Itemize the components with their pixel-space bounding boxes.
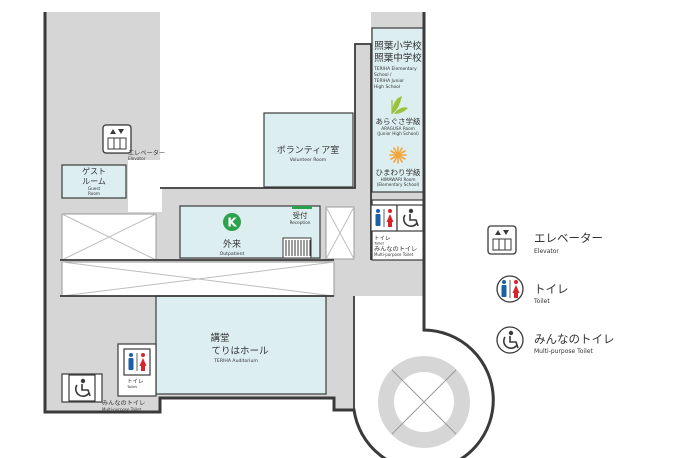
legend-toilet-en: Toilet bbox=[533, 298, 550, 305]
wheelchair-icon bbox=[68, 374, 96, 402]
sunflower-petal bbox=[390, 150, 396, 154]
elevator-icon bbox=[487, 225, 517, 255]
school-en-4: High School bbox=[374, 84, 400, 90]
stair-tower bbox=[354, 296, 494, 458]
wheelchair-icon bbox=[496, 326, 524, 354]
aragusa-en-2: (Junior High School) bbox=[377, 131, 419, 136]
elevator-label-en: Elevator bbox=[128, 156, 146, 161]
auditorium-name-1: 講堂 bbox=[210, 332, 229, 344]
void-area bbox=[61, 206, 355, 297]
guest-en-2: Room bbox=[88, 191, 100, 196]
sunflower-petal bbox=[400, 156, 406, 160]
toilet-icon bbox=[496, 275, 524, 303]
school-title-1: 照葉小学校 bbox=[374, 40, 422, 52]
multi-toilet-label-right: みんなのトイレ bbox=[374, 246, 417, 253]
legend-multi-toilet-ja: みんなのトイレ bbox=[534, 332, 615, 346]
toilet-icon bbox=[123, 348, 151, 376]
himawari-name: ひまわり学級 bbox=[376, 167, 421, 177]
guest-en-1: Guest bbox=[88, 186, 101, 191]
wheelchair-icon bbox=[396, 204, 424, 232]
sunflower-petal bbox=[390, 156, 396, 160]
inner-wall bbox=[60, 43, 372, 410]
legend-toilet-ja: トイレ bbox=[534, 282, 569, 296]
outpatient-badge-letter: K bbox=[227, 216, 237, 230]
aragusa-en-1: ARAGUSA Room bbox=[381, 126, 415, 131]
toilet-label-right-en: Toilet bbox=[373, 241, 384, 246]
outpatient-badge bbox=[223, 213, 241, 231]
guest-name-2: ルーム bbox=[82, 177, 106, 186]
aragusa-leaf-icon bbox=[391, 96, 408, 114]
toilet-label-left: トイレ bbox=[127, 379, 144, 385]
himawari-en-1: HIMAWARI Room bbox=[381, 177, 416, 182]
school-en-1: TERIHA Elementary bbox=[373, 66, 417, 72]
school-title-2: 照葉中学校 bbox=[374, 52, 422, 64]
elevator-icon bbox=[102, 124, 132, 154]
school-en-3: TERIHA Junior bbox=[373, 78, 404, 84]
volunteer-en: Volunteer Room bbox=[290, 157, 327, 163]
guest-room bbox=[61, 164, 127, 199]
volunteer-room bbox=[263, 112, 354, 188]
legend: エレベーター Elevator トイレ Toilet みんなのトイレ Multi… bbox=[487, 225, 615, 355]
auditorium-room bbox=[155, 295, 327, 395]
toilet-label-right: トイレ bbox=[374, 236, 391, 242]
sunflower-petal bbox=[393, 147, 397, 153]
multi-toilet-label-right-en: Multi-purpose Toilet bbox=[374, 252, 414, 257]
outpatient-name: 外来 bbox=[223, 238, 241, 250]
auditorium-name-2: てりはホール bbox=[211, 346, 269, 357]
reception-en: Reception bbox=[290, 220, 311, 225]
stairs bbox=[282, 237, 312, 259]
multi-toilet-label-left: みんなのトイレ bbox=[102, 400, 145, 407]
toilet-label-left-en: Toilet bbox=[126, 384, 137, 389]
school-en-2: School / bbox=[374, 72, 392, 78]
legend-elevator-ja: エレベーター bbox=[534, 231, 603, 245]
outpatient-en: Outpatient bbox=[220, 251, 245, 257]
legend-elevator-en: Elevator bbox=[534, 248, 559, 255]
legend-multi-toilet-en: Multi-purpose Toilet bbox=[534, 348, 593, 355]
sunflower-petal bbox=[399, 147, 403, 153]
guest-name-1: ゲスト bbox=[82, 166, 106, 176]
sunflower-center bbox=[394, 151, 402, 159]
elevator-label: エレベーター bbox=[128, 149, 165, 157]
toilet-icon bbox=[370, 204, 398, 232]
himawari-en-2: (Elementary School) bbox=[377, 182, 420, 187]
sunflower-petal bbox=[393, 157, 397, 163]
open-area bbox=[128, 160, 162, 212]
volunteer-name: ボランティア室 bbox=[277, 144, 339, 156]
sunflower-petal bbox=[399, 157, 403, 163]
multi-toilet-label-left-en: Multi-purpose Toilet bbox=[102, 407, 142, 412]
open-area bbox=[355, 12, 371, 44]
reception-name: 受付 bbox=[293, 210, 308, 220]
sunflower-petal bbox=[400, 150, 406, 154]
aragusa-name: あらぐさ学級 bbox=[376, 116, 421, 126]
auditorium-en: TERIHA Auditorium bbox=[213, 358, 258, 364]
reception-stripe bbox=[292, 206, 312, 209]
sunflower-icon bbox=[389, 146, 407, 164]
